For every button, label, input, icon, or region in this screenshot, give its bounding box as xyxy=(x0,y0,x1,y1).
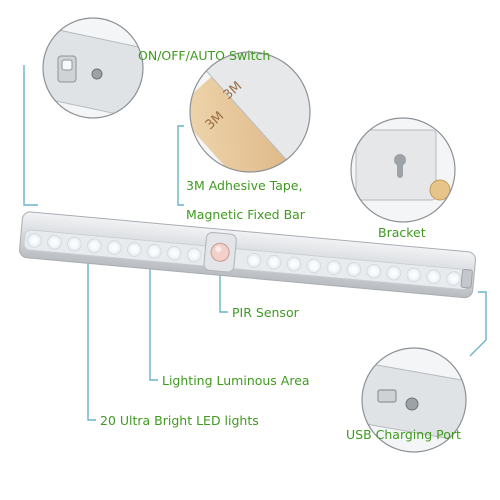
led-light xyxy=(246,253,262,268)
bracket-closeup-circle xyxy=(350,117,456,223)
led-light xyxy=(146,244,162,259)
led-light xyxy=(426,269,441,285)
callout-tape-line2: Magnetic Fixed Bar xyxy=(186,207,305,222)
led-light xyxy=(166,245,182,261)
leader-usb xyxy=(469,291,487,357)
callout-pir: PIR Sensor xyxy=(232,305,299,320)
led-light xyxy=(366,263,382,279)
leader-lines xyxy=(23,54,487,421)
led-light xyxy=(67,236,82,252)
leader-leds xyxy=(87,245,96,421)
usb-end-cap xyxy=(460,268,473,289)
led-light xyxy=(127,242,142,257)
led-row xyxy=(27,233,462,286)
callout-usb: USB Charging Port xyxy=(346,427,461,442)
leader-switch-drop xyxy=(23,65,38,206)
callout-leds: 20 Ultra Bright LED lights xyxy=(100,413,259,428)
callout-bracket: Bracket xyxy=(378,225,426,240)
led-light xyxy=(107,240,122,255)
tape-closeup-circle: 3M 3M xyxy=(189,51,311,173)
callout-tape-line1: 3M Adhesive Tape, xyxy=(186,178,303,193)
led-light xyxy=(186,247,202,263)
leader-tape xyxy=(177,125,184,206)
led-light xyxy=(286,256,302,272)
switch-closeup-circle xyxy=(42,17,144,119)
led-light xyxy=(446,271,462,286)
led-light xyxy=(406,267,422,283)
led-light xyxy=(306,258,322,274)
usb-closeup-circle xyxy=(361,347,467,453)
led-light xyxy=(386,265,402,281)
led-light xyxy=(326,260,342,275)
led-light xyxy=(346,262,362,277)
led-bar xyxy=(19,211,476,299)
leader-luminous xyxy=(149,262,158,381)
led-light xyxy=(87,238,102,254)
callout-luminous: Lighting Luminous Area xyxy=(162,373,310,388)
led-light xyxy=(266,254,282,270)
led-light xyxy=(47,234,62,250)
pir-sensor-dome xyxy=(203,232,237,273)
led-light xyxy=(27,233,42,248)
callout-switch: ON/OFF/AUTO Switch xyxy=(138,48,271,63)
